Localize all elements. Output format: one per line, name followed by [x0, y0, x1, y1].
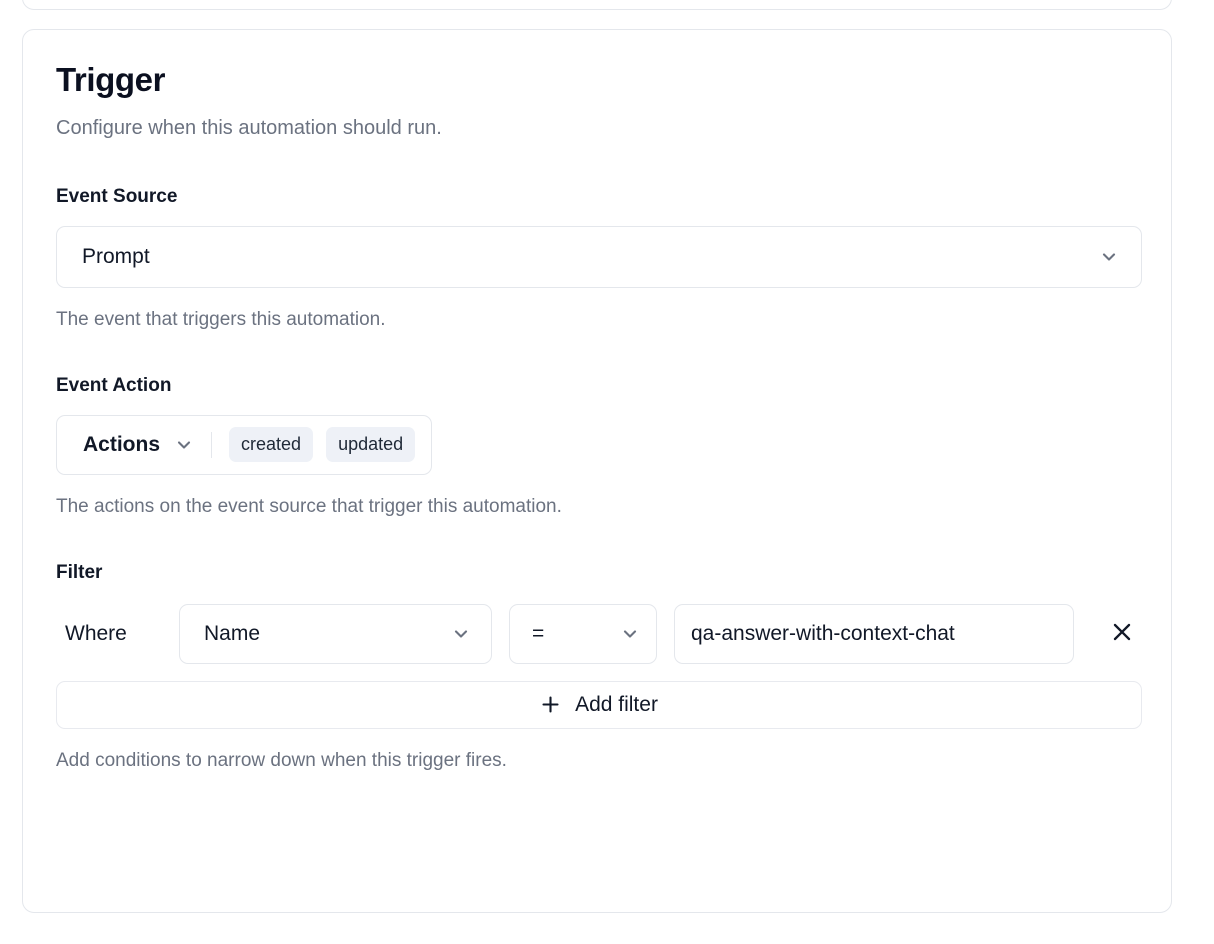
close-icon	[1111, 621, 1133, 646]
page-title: Trigger	[56, 61, 166, 98]
filter-help: Add conditions to narrow down when this …	[56, 749, 507, 771]
add-filter-label: Add filter	[575, 692, 658, 716]
trigger-card: Trigger Configure when this automation s…	[22, 29, 1172, 913]
event-action-dropdown[interactable]: Actions	[83, 433, 194, 457]
divider	[211, 431, 213, 458]
event-action-combo: Actions created updated	[56, 414, 433, 475]
action-chip-created[interactable]: created	[229, 427, 314, 463]
filter-row: Where Name =	[56, 603, 1138, 664]
event-source-select[interactable]: Prompt	[56, 225, 1142, 288]
filter-field-select[interactable]: Name	[179, 603, 492, 664]
filter-field-value: Name	[204, 621, 261, 645]
remove-filter-button[interactable]	[1107, 619, 1137, 649]
filter-operator-value: =	[532, 621, 545, 645]
event-action-dropdown-label: Actions	[83, 432, 161, 456]
chevron-down-icon	[451, 624, 471, 644]
filter-operator-select[interactable]: =	[509, 603, 657, 664]
action-chip-updated[interactable]: updated	[326, 427, 416, 463]
event-source-label: Event Source	[56, 185, 178, 207]
where-label: Where	[65, 621, 127, 645]
event-source-value: Prompt	[82, 244, 150, 268]
card-edge-above	[22, 0, 1172, 10]
event-action-label: Event Action	[56, 374, 172, 396]
chevron-down-icon	[174, 435, 194, 455]
add-filter-button[interactable]: Add filter	[56, 680, 1142, 729]
event-source-help: The event that triggers this automation.	[56, 308, 386, 330]
filter-value-input[interactable]	[674, 603, 1074, 664]
chevron-down-icon	[620, 624, 640, 644]
chevron-down-icon	[1099, 247, 1119, 267]
filter-label: Filter	[56, 561, 103, 583]
page-subtitle: Configure when this automation should ru…	[56, 116, 442, 139]
event-action-help: The actions on the event source that tri…	[56, 495, 562, 517]
plus-icon	[540, 694, 561, 715]
